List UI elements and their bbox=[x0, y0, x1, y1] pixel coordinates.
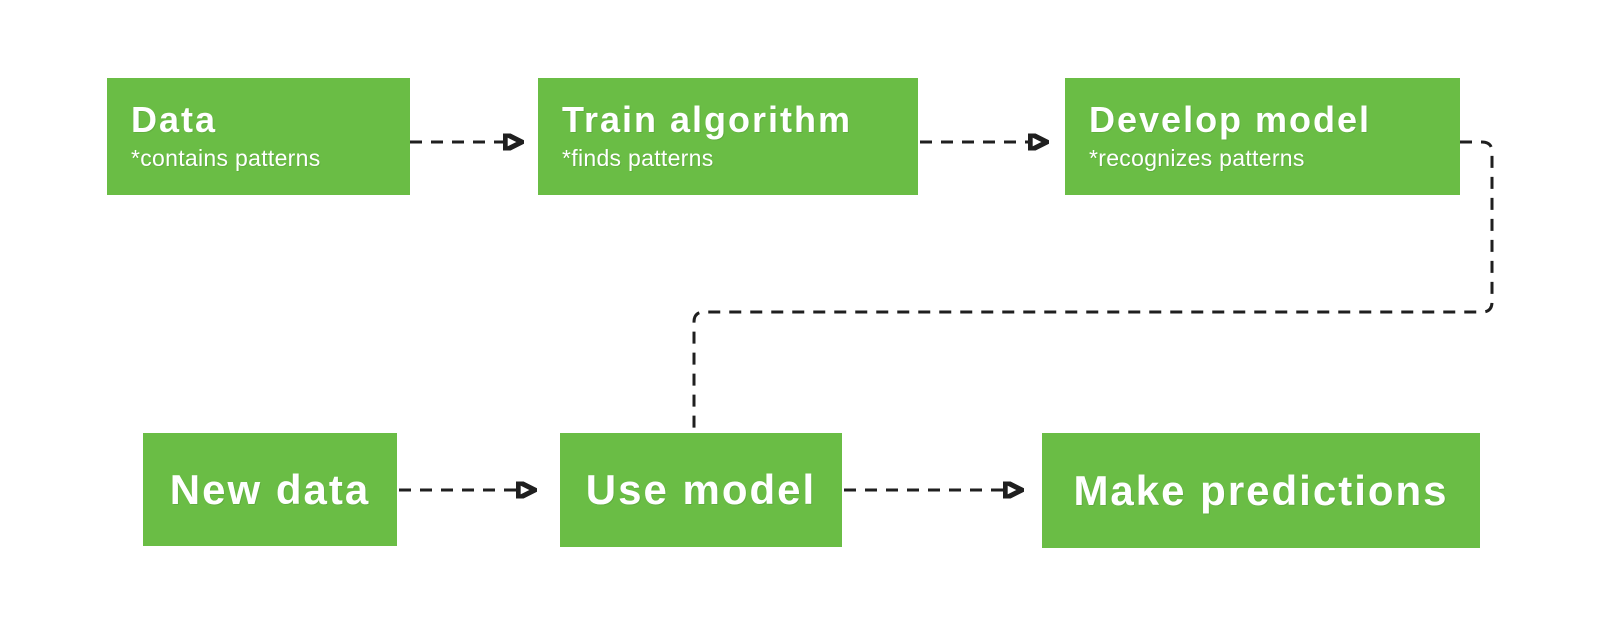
node-train-algorithm-subtitle: *finds patterns bbox=[562, 145, 714, 172]
node-make-predictions: Make predictions bbox=[1042, 433, 1480, 548]
node-data-subtitle: *contains patterns bbox=[131, 145, 321, 172]
node-data-title: Data bbox=[131, 98, 218, 140]
node-develop-model-subtitle: *recognizes patterns bbox=[1089, 145, 1305, 172]
node-develop-model-title: Develop model bbox=[1089, 98, 1372, 140]
node-new-data: New data bbox=[143, 433, 397, 546]
node-train-algorithm: Train algorithm *finds patterns bbox=[538, 78, 918, 195]
node-new-data-title: New data bbox=[169, 465, 371, 513]
node-use-model-title: Use model bbox=[585, 466, 817, 514]
node-develop-model: Develop model *recognizes patterns bbox=[1065, 78, 1460, 195]
node-make-predictions-title: Make predictions bbox=[1073, 466, 1449, 514]
node-data: Data *contains patterns bbox=[107, 78, 410, 195]
node-train-algorithm-title: Train algorithm bbox=[562, 98, 853, 140]
node-use-model: Use model bbox=[560, 433, 842, 547]
